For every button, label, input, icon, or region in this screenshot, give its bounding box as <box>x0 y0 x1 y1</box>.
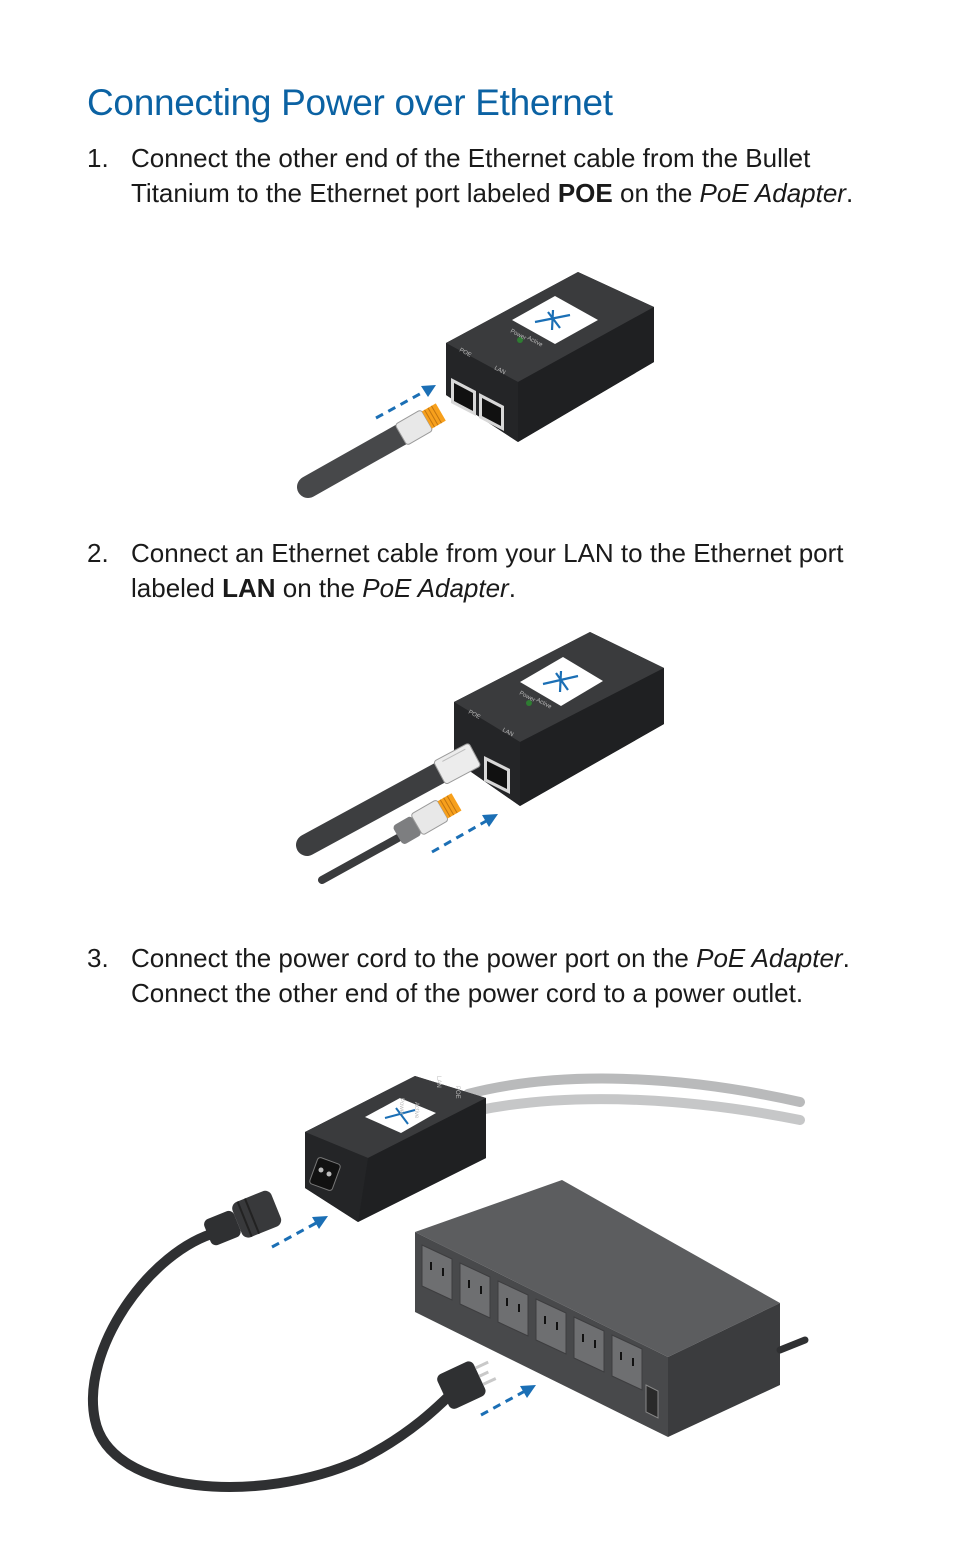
device-name: PoE Adapter <box>696 943 843 973</box>
device-name: PoE Adapter <box>362 572 509 603</box>
rj45-plug-icon <box>395 403 446 445</box>
outlet-icon <box>497 1280 529 1337</box>
poe-port-icon <box>451 378 476 416</box>
ethernet-cable <box>297 423 413 498</box>
poe-adapter: Power Active LAN POE <box>305 1076 486 1222</box>
step-text: Connect the power cord to the power port… <box>131 943 850 1008</box>
step-2: 2. Connect an Ethernet cable from your L… <box>87 536 877 605</box>
svg-text:Power: Power <box>398 1098 404 1115</box>
port-lan-label: LAN <box>493 365 506 376</box>
step-text: Connect an Ethernet cable from your LAN … <box>131 538 844 603</box>
svg-text:LAN: LAN <box>435 1076 441 1088</box>
outlet-icon <box>573 1316 605 1373</box>
device-name: PoE Adapter <box>699 177 846 208</box>
insert-arrow-icon <box>375 385 436 420</box>
svg-text:POE: POE <box>467 709 481 720</box>
step-number: 1. <box>87 143 109 173</box>
svg-text:LAN: LAN <box>501 727 514 738</box>
lan-port-icon <box>479 393 504 431</box>
power-port-icon <box>309 1157 341 1191</box>
insert-arrow-icon <box>431 814 498 854</box>
step-3: 3. Connect the power cord to the power p… <box>87 941 877 1010</box>
poe-adapter: Power Active POE LAN <box>454 632 664 806</box>
lan-port-icon <box>484 756 510 794</box>
insert-arrow-icon <box>271 1216 328 1249</box>
svg-text:Active: Active <box>413 1102 419 1119</box>
outlet-icon <box>421 1244 453 1301</box>
ethernet-cable-poe <box>296 759 456 856</box>
port-label-poe: POE <box>557 177 613 208</box>
port-poe-label: POE <box>458 347 472 358</box>
power-switch-icon <box>645 1384 659 1419</box>
port-label-lan: LAN <box>222 572 276 603</box>
rj45-plug-lan-icon <box>393 793 462 844</box>
insert-arrow-icon <box>480 1385 536 1417</box>
outlet-icon <box>459 1262 491 1319</box>
step-number: 2. <box>87 538 109 568</box>
step-1: 1. Connect the other end of the Ethernet… <box>87 141 877 210</box>
step-text: Connect the other end of the Ethernet ca… <box>131 143 854 208</box>
power-strip <box>415 1180 809 1437</box>
svg-text:POE: POE <box>454 1086 460 1099</box>
power-plug-icon <box>437 1360 497 1409</box>
poe-adapter: Power Active POE LAN <box>446 272 654 442</box>
figure-connect-lan-port: Power Active POE LAN <box>296 632 664 884</box>
step-number: 3. <box>87 943 109 973</box>
outlet-icon <box>535 1298 567 1355</box>
power-cord <box>88 1227 460 1492</box>
power-connector-icon <box>204 1190 282 1246</box>
outlet-icon <box>611 1334 643 1391</box>
ethernet-cable-lan <box>318 834 402 884</box>
ethernet-cables <box>463 1073 805 1107</box>
figure-connect-power: Power Active LAN POE <box>88 1073 809 1492</box>
figure-connect-poe-port: Power Active POE LAN <box>297 272 654 498</box>
rj45-plug-plugged-icon <box>433 743 481 785</box>
page-title: Connecting Power over Ethernet <box>87 82 613 123</box>
